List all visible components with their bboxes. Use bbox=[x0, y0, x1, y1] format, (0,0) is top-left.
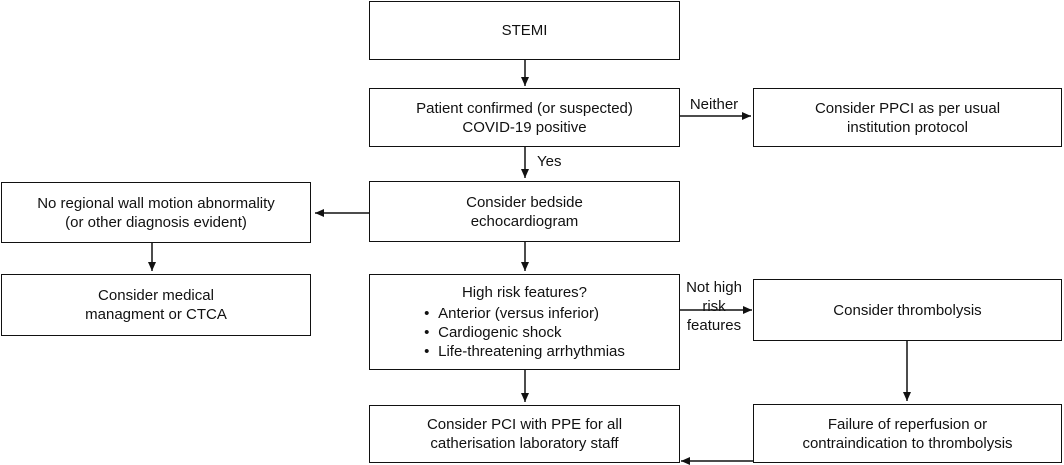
high-risk-title: High risk features? bbox=[461, 284, 588, 301]
box-pci-line-1: Consider PCI with PPE for all bbox=[426, 416, 623, 433]
label-neither: Neither bbox=[689, 96, 739, 113]
box-echo-line-2: echocardiogram bbox=[470, 212, 579, 230]
box-consider-thrombolysis: Consider thrombolysis bbox=[753, 279, 1062, 341]
box-pci-line-2: catherisation laboratory staff bbox=[430, 435, 619, 452]
label-not-high-risk: Not high risk features bbox=[680, 278, 748, 335]
high-risk-item: Anterior (versus inferior) bbox=[424, 304, 625, 323]
box-echo-line-1: Consider bedside bbox=[466, 193, 583, 211]
box-consider-ppci: Consider PPCI as per usual institution p… bbox=[753, 88, 1062, 147]
high-risk-item: Cardiogenic shock bbox=[424, 323, 625, 342]
box-ppci-line-1: Consider PPCI as per usual bbox=[814, 99, 1001, 117]
box-covid-line-2: COVID-19 positive bbox=[462, 118, 587, 136]
box-pci-with-ppe: Consider PCI with PPE for all catherisat… bbox=[369, 405, 680, 463]
box-stemi: STEMI bbox=[369, 1, 680, 60]
box-covid-line-1: Patient confirmed (or suspected) bbox=[416, 99, 633, 117]
box-failure-line-1: Failure of reperfusion or bbox=[827, 415, 988, 433]
box-medical-line-1: Consider medical bbox=[98, 287, 214, 304]
box-high-risk-features: High risk features? Anterior (versus inf… bbox=[369, 274, 680, 370]
box-covid-positive: Patient confirmed (or suspected) COVID-1… bbox=[369, 88, 680, 147]
label-yes: Yes bbox=[537, 153, 562, 170]
box-thrombolysis-line-1: Consider thrombolysis bbox=[833, 301, 982, 319]
label-not-high-risk-line-2: risk bbox=[702, 298, 726, 315]
label-not-high-risk-line-1: Not high bbox=[686, 279, 742, 296]
box-medical-line-2: managment or CTCA bbox=[85, 306, 227, 323]
box-ppci-line-2: institution protocol bbox=[847, 118, 968, 136]
box-no-regional-wall-motion: No regional wall motion abnormality (or … bbox=[1, 182, 311, 243]
box-no-rwma-line-1: No regional wall motion abnormality bbox=[37, 194, 275, 212]
box-bedside-echo: Consider bedside echocardiogram bbox=[369, 181, 680, 242]
box-failure-of-reperfusion: Failure of reperfusion or contraindicati… bbox=[753, 404, 1062, 463]
label-not-high-risk-line-3: features bbox=[686, 317, 742, 334]
high-risk-list: Anterior (versus inferior) Cardiogenic s… bbox=[424, 304, 625, 361]
box-medical-management: Consider medical managment or CTCA bbox=[1, 274, 311, 336]
box-no-rwma-line-2: (or other diagnosis evident) bbox=[65, 213, 247, 231]
high-risk-item: Life-threatening arrhythmias bbox=[424, 342, 625, 361]
box-stemi-line-1: STEMI bbox=[501, 22, 548, 39]
box-failure-line-2: contraindication to thrombolysis bbox=[802, 434, 1013, 452]
